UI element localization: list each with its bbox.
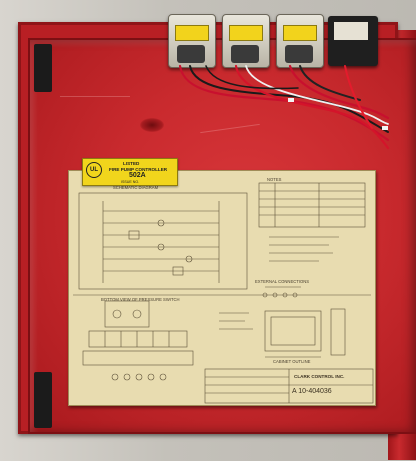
relay-1 [168, 14, 216, 68]
door-dent [140, 118, 164, 132]
door-hinge-top [34, 44, 52, 92]
door-hinge-bottom [34, 372, 52, 428]
diagram-heading-schematic: SCHEMATIC DIAGRAM [113, 185, 159, 190]
relay-2 [222, 14, 270, 68]
label-product: FIRE PUMP CONTROLLER [109, 167, 168, 172]
label-number: 502A [129, 172, 146, 179]
diagram-heading-notes: NOTES [267, 177, 282, 182]
wiring-diagram-sheet: SCHEMATIC DIAGRAM NOTES BOTTOM VIEW OF P… [68, 170, 376, 406]
ul-listing-label: UL LISTED FIRE PUMP CONTROLLER 502A ISSU… [82, 158, 178, 186]
ul-logo: UL [86, 162, 102, 178]
diagram-heading-pressure-switch: BOTTOM VIEW OF PRESSURE SWITCH [101, 297, 180, 302]
label-issue: ISSUE NO. [121, 180, 140, 184]
label-listed: LISTED [123, 161, 140, 166]
terminal-block [328, 16, 378, 66]
title-block-drawing-number: A 10-404036 [292, 388, 332, 395]
schematic-drawing [73, 182, 374, 404]
relay-3 [276, 14, 324, 68]
diagram-heading-cabinet: CABINET OUTLINE [273, 359, 311, 364]
scratch-mark [60, 96, 130, 97]
title-block-company: CLARK CONTROL INC. [294, 374, 345, 379]
diagram-heading-connections: EXTERNAL CONNECTIONS [255, 279, 310, 284]
